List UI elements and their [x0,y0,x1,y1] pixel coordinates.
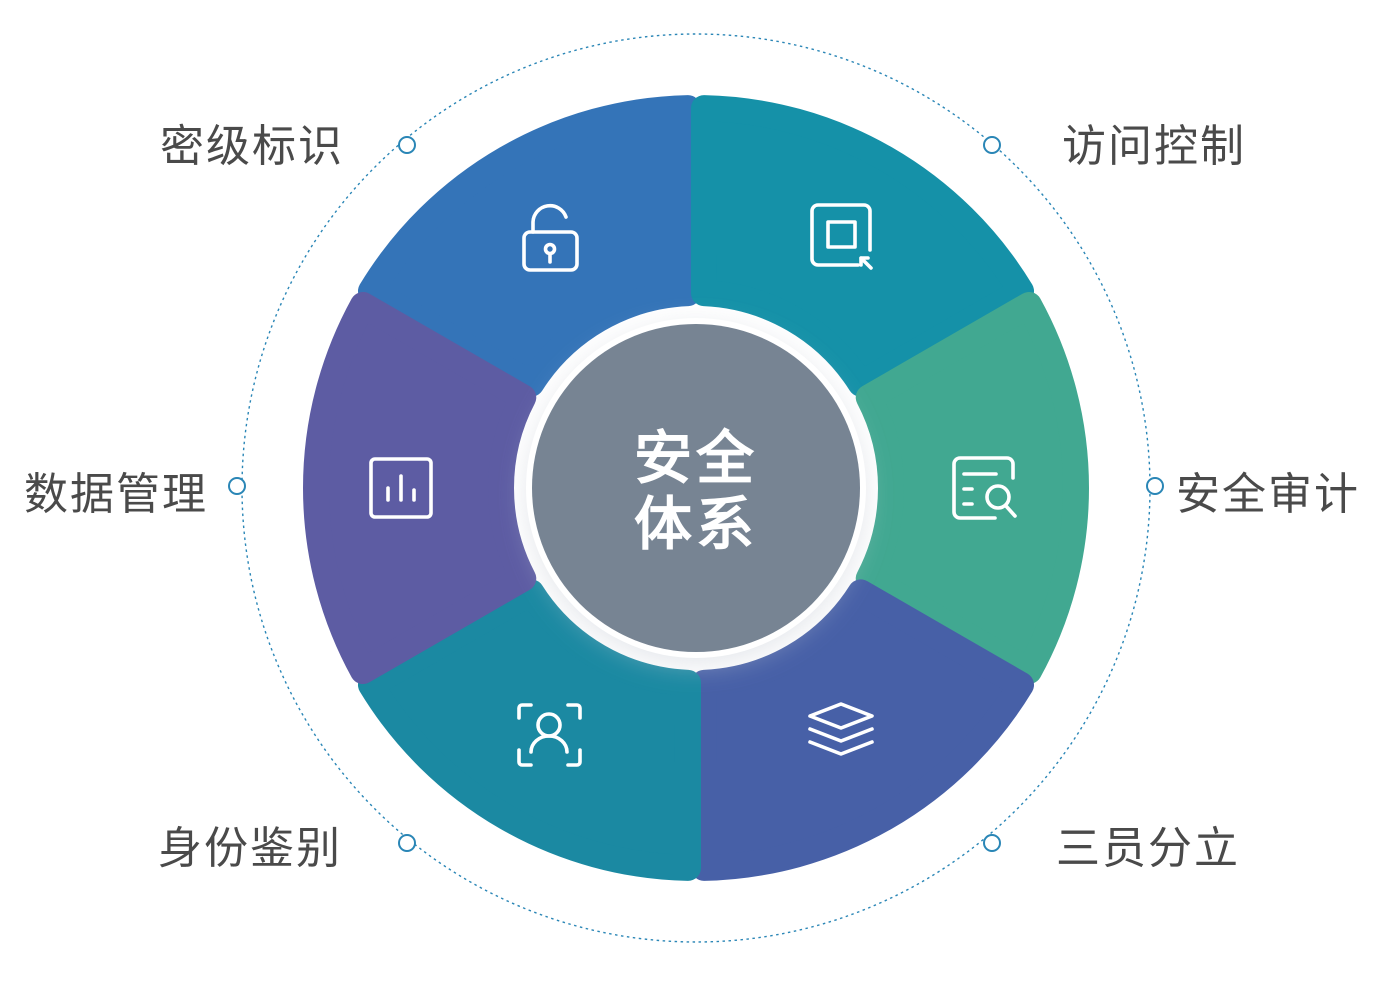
label-access-control: 访问控制 [1062,121,1246,172]
label-security-audit: 安全审计 [1176,469,1360,520]
lock-icon [522,203,579,272]
ring-marker-br [983,834,1001,852]
segments-group [303,95,1090,881]
center-title-line1: 安全 [634,424,758,492]
center-title-line2: 体系 [634,490,758,558]
label-identity-authentication: 身份鉴别 [158,823,342,874]
segment-separation-of-duties [690,579,1035,881]
label-data-management: 数据管理 [24,469,208,520]
access-window-icon [810,203,873,270]
audit-search-icon [952,456,1017,520]
label-separation-of-duties: 三员分立 [1056,823,1240,874]
segment-classification-marking [357,95,702,397]
ring-marker-r [1146,477,1164,495]
center-circle [532,324,860,652]
segment-access-control [690,95,1035,397]
ring-markers [228,136,1164,852]
layers-icon [808,702,874,756]
ring-marker-tl [398,136,416,154]
label-classification-marking: 密级标识 [160,121,344,172]
ring-marker-bl [398,834,416,852]
bar-chart-icon [369,457,433,519]
segment-data-management [303,291,537,685]
face-id-icon [517,703,582,767]
segment-identity-authentication [357,579,702,881]
ring-marker-tr [983,136,1001,154]
ring-marker-l [228,477,246,495]
